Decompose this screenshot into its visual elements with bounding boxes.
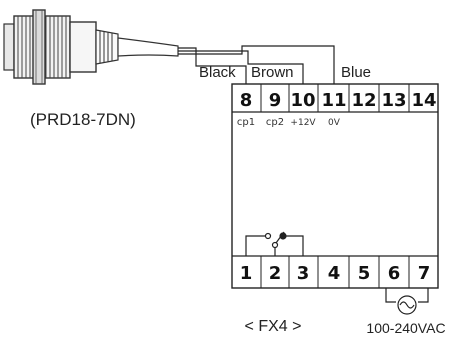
terminal-12: 12 [351,90,376,111]
label-12v: +12V [290,118,316,128]
terminal-3: 3 [297,263,310,284]
power-supply-label: 100-240VAC [366,320,445,336]
label-cp1: cp1 [237,117,255,128]
terminal-6: 6 [388,263,401,284]
brown-wire-label: Brown [251,64,294,81]
terminal-14: 14 [411,90,436,111]
terminal-1: 1 [240,263,253,284]
top-terminal-strip: 8 9 10 11 12 13 14 [240,90,437,111]
sensor-wires [178,45,335,84]
controller-box [231,83,439,289]
proximity-sensor [3,9,179,85]
relay-contact-symbol [245,231,304,256]
terminal-10: 10 [290,90,315,111]
terminal-11: 11 [321,90,346,111]
terminal-8: 8 [240,90,253,111]
black-wire-label: Black [199,64,236,81]
brown-wire [178,50,304,84]
terminal-13: 13 [381,90,406,111]
bottom-terminal-strip: 1 2 3 4 5 6 7 [240,263,431,284]
ac-power-source [385,288,429,315]
blue-wire-label: Blue [341,64,371,81]
terminal-5: 5 [358,263,371,284]
sensor-model-label: (PRD18-7DN) [30,110,136,129]
label-cp2: cp2 [266,117,284,128]
label-0v: 0V [328,118,341,128]
terminal-4: 4 [328,263,341,284]
terminal-function-labels: cp1 cp2 +12V 0V [237,117,341,128]
terminal-7: 7 [418,263,431,284]
terminal-2: 2 [269,263,282,284]
controller-model-label: < FX4 > [245,318,302,335]
blue-wire [178,45,335,84]
ac-sine-icon [399,301,415,309]
terminal-9: 9 [269,90,282,111]
black-wire [178,47,247,84]
